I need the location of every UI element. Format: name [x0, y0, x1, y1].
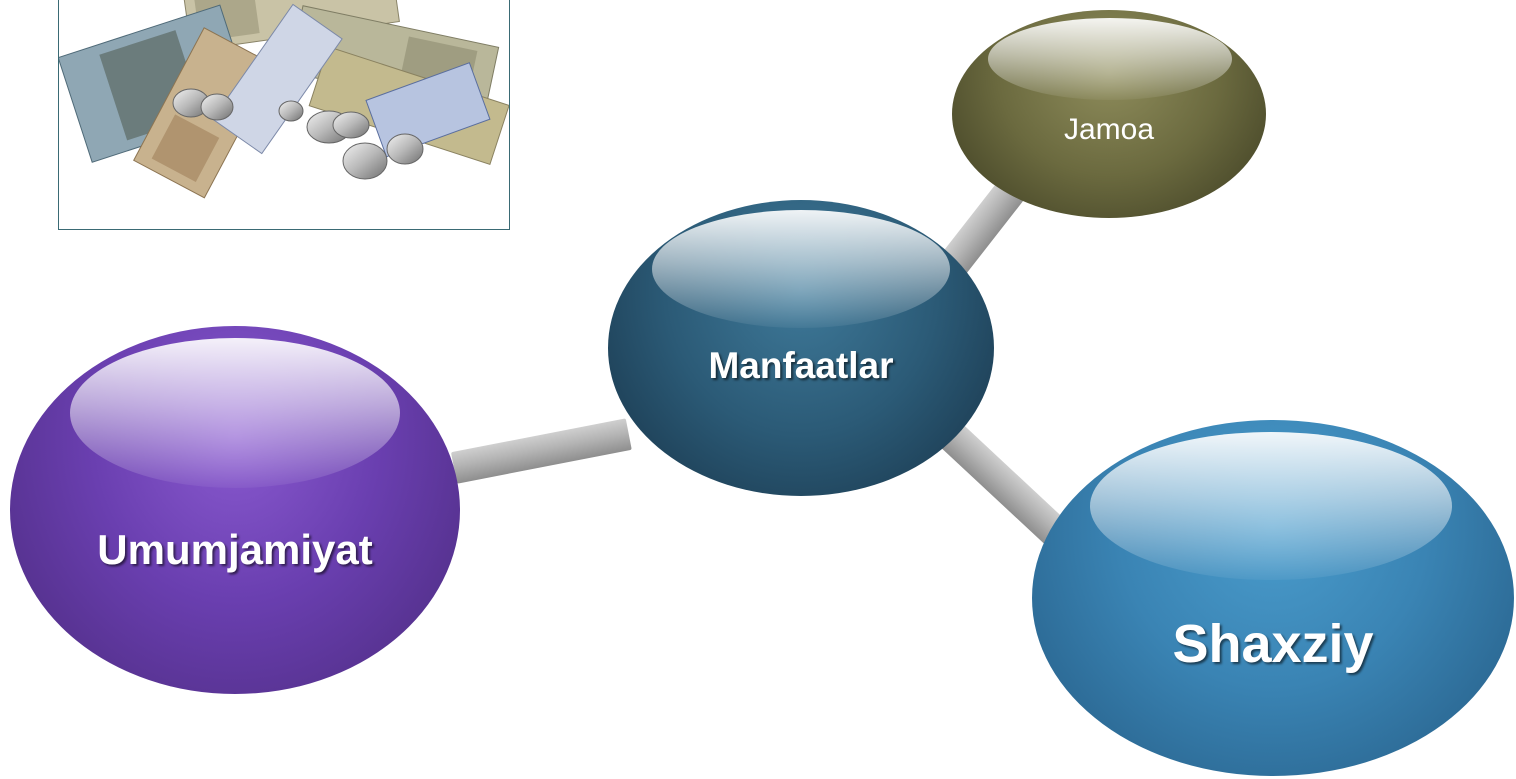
node-jamoa: Jamoa: [952, 10, 1266, 218]
money-banknotes-coins-icon: [59, 0, 509, 199]
node-umumjamiyat: Umumjamiyat: [10, 326, 460, 694]
node-gloss: [652, 210, 950, 328]
node-shaxziy-label: Shaxziy: [1172, 614, 1374, 674]
node-manfaatlar: Manfaatlar: [608, 200, 994, 496]
connector-left: [450, 418, 632, 484]
node-gloss: [988, 18, 1232, 100]
node-shaxziy: Shaxziy: [1032, 420, 1514, 776]
money-image: [58, 0, 510, 230]
node-umumjamiyat-label: Umumjamiyat: [97, 526, 373, 573]
node-gloss: [1090, 432, 1452, 580]
node-jamoa-label: Jamoa: [1063, 113, 1155, 146]
node-manfaatlar-label: Manfaatlar: [708, 345, 894, 386]
connector-bottom-right: [941, 424, 1067, 545]
node-gloss: [70, 338, 400, 488]
